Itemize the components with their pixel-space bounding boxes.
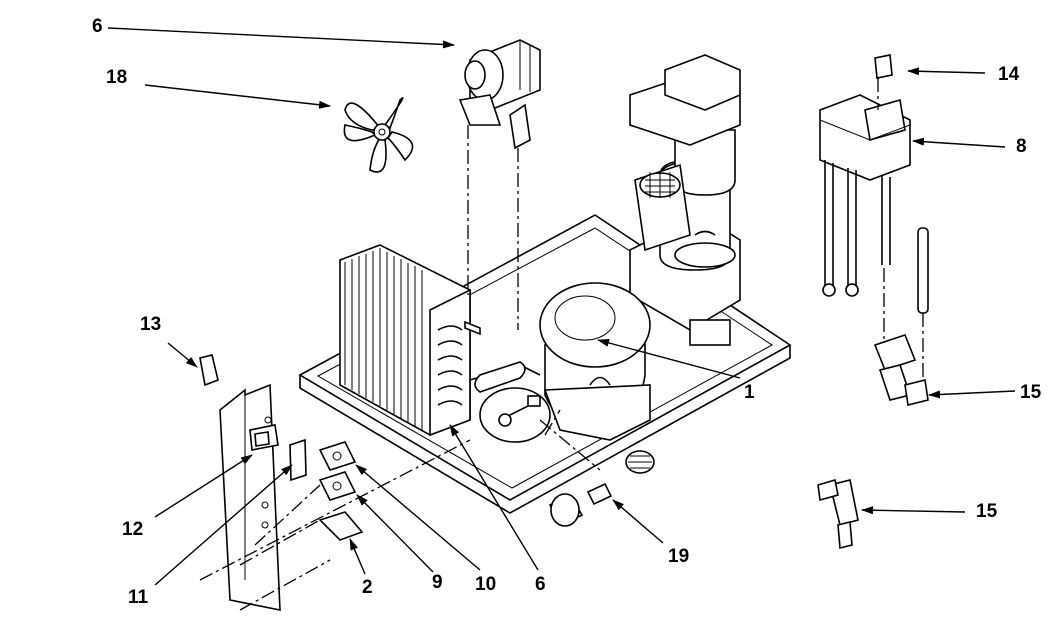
- callout-8: 8: [1016, 136, 1027, 157]
- callout-15: 15: [976, 501, 998, 522]
- callout-13: 13: [140, 314, 161, 335]
- callout-6-top: 6: [92, 16, 103, 37]
- condenser-coil: [339, 244, 481, 437]
- relays: [318, 441, 364, 541]
- callout-18: 18: [106, 67, 127, 88]
- control-panel: [199, 383, 471, 611]
- callout-12: 12: [122, 519, 143, 540]
- thermostat-block: [199, 354, 219, 387]
- fan-motor: [458, 39, 541, 330]
- callout-1: 1: [744, 382, 755, 403]
- callout-6-bottom: 6: [535, 574, 546, 595]
- leader-lines: [107, 27, 1016, 586]
- callout-11: 11: [128, 587, 149, 608]
- callout-19: 19: [668, 546, 689, 567]
- callout-17: 15: [1020, 382, 1042, 403]
- callout-14: 14: [998, 64, 1020, 85]
- callout-10: 10: [475, 574, 496, 595]
- callout-9: 9: [432, 572, 443, 593]
- fan-blade: [343, 97, 414, 173]
- callout-2: 2: [362, 577, 373, 598]
- dryer-detail: [479, 387, 601, 471]
- evaporator-assembly: [817, 54, 929, 550]
- callout-labels: 6 18 14 8 13 1 15 15 12 19 9 10 6 2 11: [92, 16, 1042, 608]
- condenser-duct-assembly: [629, 54, 741, 346]
- drier-fittings: [548, 450, 655, 527]
